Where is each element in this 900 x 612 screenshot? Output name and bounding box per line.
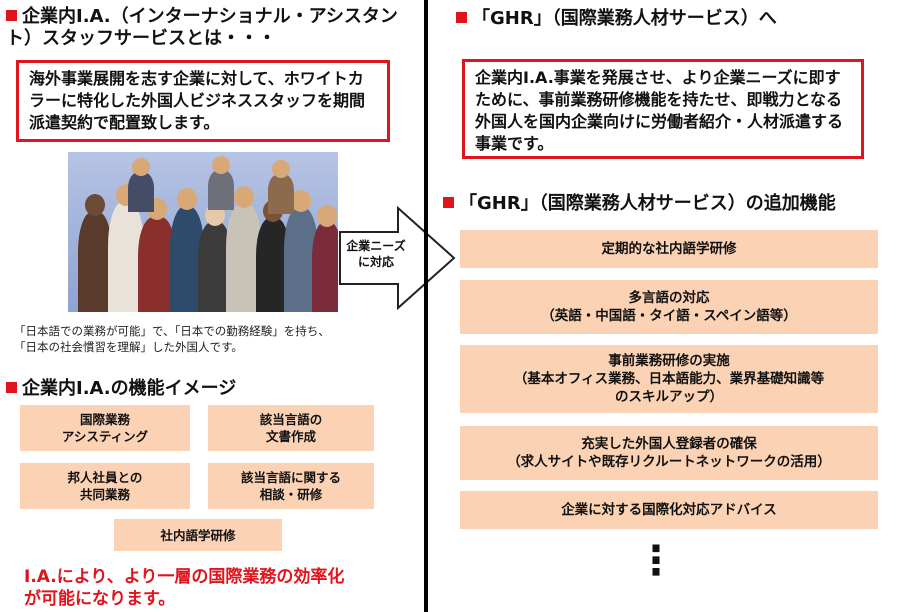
conclusion-text: I.A.により、より一層の国際業務の効率化 が可能になります。 — [24, 566, 424, 610]
feature-box-registrant-securing: 充実した外国人登録者の確保 （求人サイトや既存リクルートネットワークの活用） — [460, 426, 878, 480]
arrow-label: 企業ニーズ に対応 — [346, 239, 406, 269]
function-box-joint-work: 邦人社員との 共同業務 — [20, 463, 190, 509]
left-heading-function-image: 企業内I.A.の機能イメージ — [6, 378, 416, 400]
right-heading-additional-functions: 「GHR」（国際業務人材サービス）の追加機能 — [443, 193, 893, 215]
feature-box-globalization-advice: 企業に対する国際化対応アドバイス — [460, 491, 878, 529]
function-box-language-training: 社内語学研修 — [114, 519, 282, 551]
conclusion-line-2: が可能になります。 — [24, 589, 176, 609]
ghr-description-text: 企業内I.A.事業を発展させ、より企業ニーズに即すために、事前業務研修機能を持た… — [475, 68, 844, 153]
red-square-bullet-icon — [6, 10, 17, 21]
red-square-bullet-icon — [6, 382, 17, 393]
caption-line-2: 「日本の社会慣習を理解」した外国人です。 — [14, 340, 243, 354]
function-box-language-consulting: 該当言語に関する 相談・研修 — [208, 463, 374, 509]
function-box-document-creation: 該当言語の 文書作成 — [208, 405, 374, 451]
conclusion-line-1: I.A.により、より一層の国際業務の効率化 — [24, 567, 345, 587]
feature-box-regular-language-training: 定期的な社内語学研修 — [460, 230, 878, 268]
feature-box-pre-training: 事前業務研修の実施 （基本オフィス業務、日本語能力、業界基礎知識等 のスキルアッ… — [460, 345, 878, 413]
intro-text: 海外事業展開を志す企業に対して、ホワイトカラーに特化した外国人ビジネススタッフを… — [29, 69, 366, 132]
column-divider — [424, 0, 428, 612]
intro-box: 海外事業展開を志す企業に対して、ホワイトカラーに特化した外国人ビジネススタッフを… — [16, 60, 390, 142]
ghr-description-box: 企業内I.A.事業を発展させ、より企業ニーズに即すために、事前業務研修機能を持た… — [462, 59, 864, 159]
continuation-ellipsis: ⋮ — [636, 538, 676, 584]
red-square-bullet-icon — [456, 12, 467, 23]
photo-caption: 「日本語での業務が可能」で、「日本での勤務経験」を持ち、 「日本の社会慣習を理解… — [14, 323, 424, 355]
staff-group-photo — [68, 152, 338, 312]
red-square-bullet-icon — [443, 197, 454, 208]
right-heading-ghr: 「GHR」（国際業務人材サービス）へ — [456, 8, 876, 30]
caption-line-1: 「日本語での業務が可能」で、「日本での勤務経験」を持ち、 — [14, 324, 330, 338]
left-heading-ia-service: 企業内I.A.（インターナショナル・アシスタント）スタッフサービスとは・・・ — [6, 6, 398, 49]
function-box-intl-assisting: 国際業務 アシスティング — [20, 405, 190, 451]
feature-box-multilingual: 多言語の対応 （英語・中国語・タイ語・スペイン語等） — [460, 280, 878, 334]
